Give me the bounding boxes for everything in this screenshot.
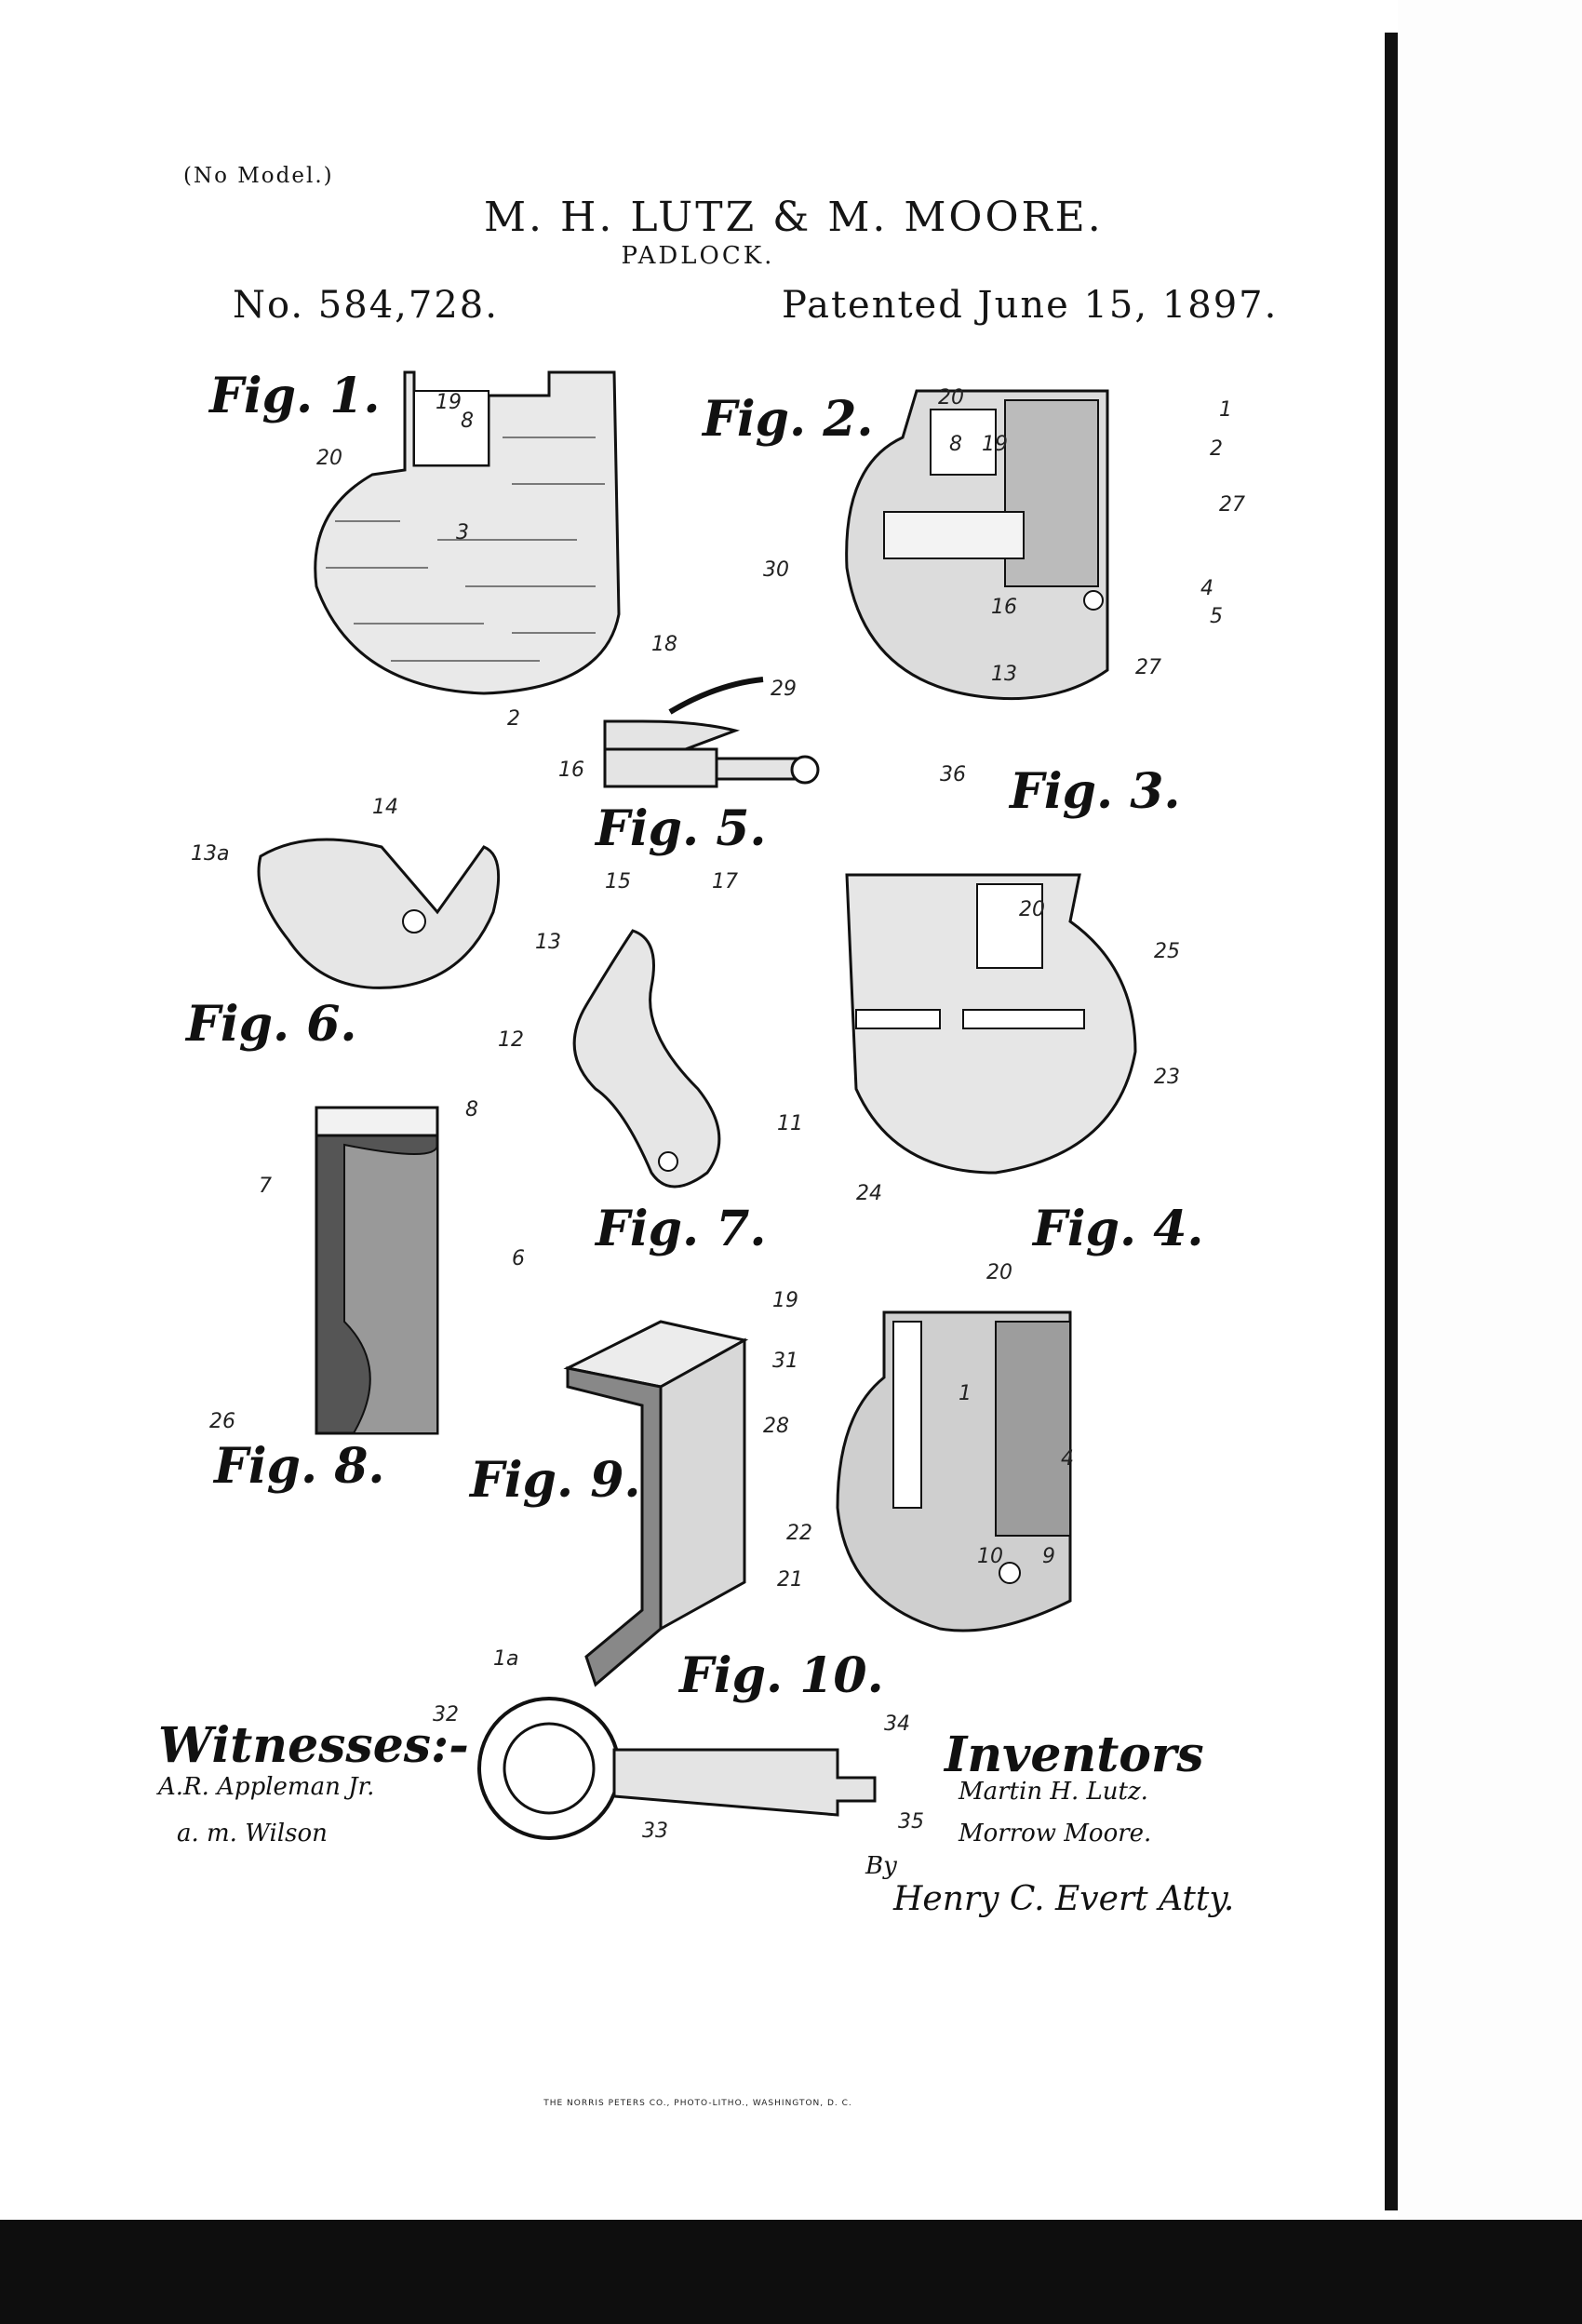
fig5-ref: 16 [558, 759, 584, 782]
fig9-drawing [563, 1320, 749, 1687]
fig5-label: Fig. 5. [596, 800, 767, 857]
fig8-ref: 26 [209, 1410, 235, 1433]
fig6-ref: 13 [535, 931, 561, 954]
fig4-ref: 25 [1154, 940, 1180, 963]
fig4-ref: 20 [1019, 898, 1045, 921]
fig7-ref: 11 [777, 1112, 803, 1135]
fig5-drawing [603, 677, 820, 788]
fig7-ref: 12 [498, 1028, 524, 1052]
fig8-ref: 6 [512, 1247, 525, 1270]
fig2-ref: 30 [763, 558, 789, 582]
fig10-ref: 1 [959, 1382, 972, 1405]
fig5-ref: 17 [712, 870, 738, 893]
fig2-ref: 8 [949, 433, 962, 456]
scan-bottom-band [0, 2220, 1582, 2324]
fig9-label: Fig. 9. [470, 1452, 641, 1509]
patent-inventors: M. H. LUTZ & M. MOORE. [484, 194, 1104, 241]
fig1-ref: 8 [461, 410, 474, 433]
fig2-ref: 1 [1219, 398, 1232, 422]
key-ref: 33 [642, 1820, 668, 1843]
fig2-ref: 27 [1135, 656, 1161, 679]
fig8-drawing [315, 1106, 439, 1435]
fig1-ref: 20 [316, 447, 342, 470]
fig10-ref: 20 [986, 1261, 1012, 1284]
fig9-ref: 19 [772, 1289, 798, 1312]
patent-date: Patented June 15, 1897. [782, 284, 1279, 327]
fig10-ref: 9 [1042, 1545, 1055, 1568]
printer-credit: THE NORRIS PETERS CO., PHOTO-LITHO., WAS… [543, 2099, 852, 2108]
fig1-ref: 19 [436, 391, 462, 414]
patent-number: No. 584,728. [233, 284, 499, 327]
fig5-ref: 18 [651, 633, 677, 656]
fig1-ref: 3 [456, 521, 469, 544]
key-drawing [477, 1697, 877, 1840]
fig2-label: Fig. 2. [703, 391, 874, 448]
key-ref: 32 [433, 1703, 459, 1726]
fig10-ref: 10 [977, 1545, 1003, 1568]
fig9-ref: 22 [786, 1522, 812, 1545]
fig10-label: Fig. 10. [679, 1647, 884, 1704]
fig10-ref: 4 [1061, 1447, 1074, 1471]
fig1-drawing [314, 370, 621, 695]
witness-signature: a. m. Wilson [177, 1820, 328, 1847]
fig2-ref: 29 [771, 678, 797, 701]
inventor-signature: Morrow Moore. [959, 1820, 1152, 1847]
key-ref: 34 [884, 1713, 910, 1736]
fig10-ref: 31 [772, 1350, 798, 1373]
fig4-label: Fig. 4. [1033, 1201, 1204, 1257]
fig5-ref: 15 [605, 870, 631, 893]
fig2-ref: 16 [991, 596, 1017, 619]
fig2-ref: 13 [991, 663, 1017, 686]
fig4-ref: 24 [856, 1182, 882, 1205]
attorney-signature: Henry C. Evert Atty. [893, 1880, 1235, 1918]
fig9-ref: 1a [493, 1647, 519, 1671]
fig4-ref: 23 [1154, 1066, 1180, 1089]
by-label: By [865, 1852, 897, 1880]
fig8-ref: 8 [465, 1098, 478, 1122]
fig3-label: Fig. 3. [1010, 763, 1181, 820]
fig2-ref: 5 [1210, 605, 1223, 628]
fig6-ref: 14 [372, 796, 398, 819]
fig7-label: Fig. 7. [596, 1201, 767, 1257]
inventors-heading: Inventors [945, 1726, 1204, 1783]
fig6-drawing [257, 838, 501, 989]
no-model-note: (No Model.) [183, 164, 334, 188]
fig2-ref: 36 [940, 763, 966, 786]
fig1-label: Fig. 1. [209, 368, 381, 424]
fig9-ref: 21 [777, 1568, 803, 1592]
fig2-ref: 19 [982, 433, 1008, 456]
scan-edge-bar [1385, 33, 1398, 2210]
fig1-ref: 2 [507, 707, 520, 731]
patent-title: PADLOCK. [621, 242, 775, 270]
fig7-drawing [572, 929, 721, 1189]
fig2-ref: 2 [1210, 437, 1223, 461]
witness-signature: A.R. Appleman Jr. [158, 1773, 375, 1801]
witnesses-heading: Witnesses:- [158, 1717, 469, 1774]
fig2-ref: 27 [1219, 493, 1245, 517]
fig6-ref: 13a [191, 842, 230, 866]
fig9-ref: 28 [763, 1415, 789, 1438]
inventor-signature: Martin H. Lutz. [959, 1778, 1148, 1806]
fig10-drawing [836, 1310, 1072, 1632]
fig2-ref: 4 [1200, 577, 1213, 600]
fig4-drawing [845, 873, 1137, 1175]
fig2-drawing [845, 389, 1109, 701]
scan-margin [1398, 0, 1582, 2220]
fig6-label: Fig. 6. [186, 996, 357, 1053]
fig2-ref: 20 [938, 386, 964, 410]
fig8-label: Fig. 8. [214, 1438, 385, 1495]
key-ref: 35 [898, 1810, 924, 1834]
fig8-ref: 7 [259, 1175, 272, 1198]
